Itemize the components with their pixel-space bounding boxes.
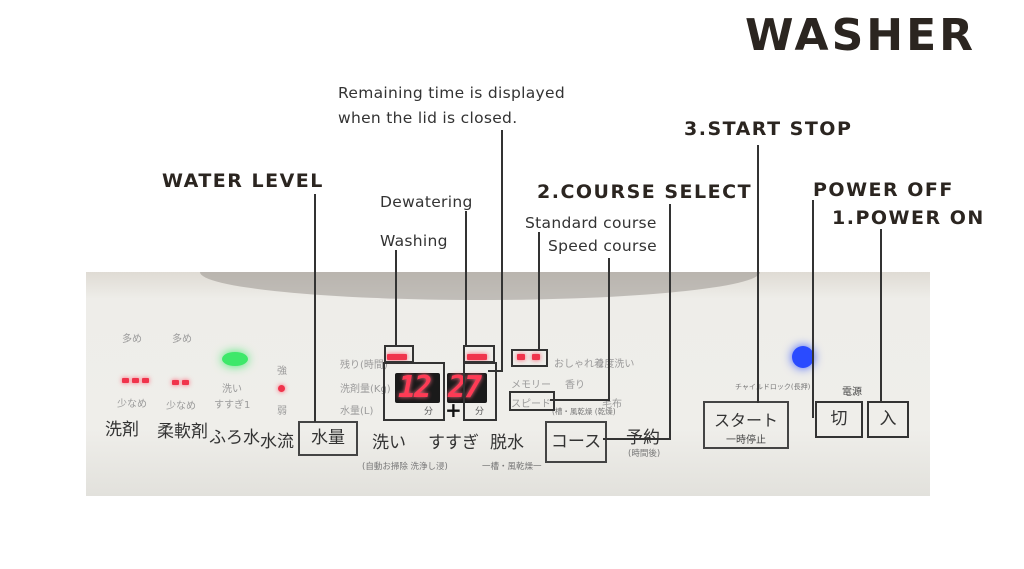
wash-time-display: 12 [398,370,432,405]
memory-label: メモリー [511,380,551,391]
wash-button[interactable]: 洗い [372,433,406,453]
power-on-line [880,229,882,402]
led-softener-1 [172,380,179,385]
softener-button[interactable]: 柔軟剤 [157,422,208,442]
spin-button[interactable]: 脱水 [490,433,524,453]
standard-course-highlight [511,349,548,367]
led-detergent-3 [142,378,149,383]
label-few-1: 少なめ [117,399,147,410]
wash-indicator-highlight [384,345,414,363]
remaining-time-text-1: Remaining time is displayed [338,84,565,102]
rinse-display-bg [447,373,487,403]
label-strong: 強 [277,366,287,377]
dewatering-line [465,211,467,347]
led-course-b [532,354,540,360]
remaining-time-line [501,130,503,372]
pause-label: 一時停止 [726,435,766,446]
standard-course-callout: Standard course [525,214,657,232]
bath-water-button[interactable]: ふろ水 [209,428,260,448]
water-level-callout: WATER LEVEL [162,170,324,192]
label-many-2: 多め [172,334,192,345]
label-wash-rinse: 洗い [222,384,242,395]
wash-display-highlight [383,362,445,421]
water-level-line [314,194,316,422]
led-wash-top [387,354,407,360]
detergent-button[interactable]: 洗剤 [105,420,139,440]
rinse-time-display: 27 [448,370,482,405]
rinse-indicator-highlight [463,345,495,363]
start-stop-callout: 3.START STOP [684,118,853,140]
speed-course-line [608,258,610,401]
power-on-callout: 1.POWER ON [832,207,985,229]
label-weak: 弱 [277,406,287,417]
reserve-button[interactable]: 予約 [626,428,660,448]
course-select-line [669,204,671,440]
rinse-display-highlight [463,362,497,421]
start-stop-button[interactable]: スタート 一時停止 [703,401,789,449]
water-amount-button[interactable]: 水量 [298,421,358,456]
power-label: 電源 [842,387,862,398]
control-panel [86,272,930,496]
course-button[interactable]: コース [545,421,607,463]
power-led-blue [792,346,814,368]
label-rinse1: すすぎ1 [214,400,251,411]
page-title: WASHER [745,10,977,61]
led-course-a [517,354,525,360]
speed-course-highlight [509,391,555,411]
speed-course-callout: Speed course [548,237,657,255]
led-rinse-top [467,354,487,360]
washing-callout: Washing [380,232,448,250]
led-detergent-2 [132,378,139,383]
washing-line [395,250,397,346]
minute-label-1: 分 [424,407,434,417]
start-label: スタート [713,411,778,430]
led-detergent-1 [122,378,129,383]
power-off-line [812,200,814,418]
dewatering-callout: Dewatering [380,193,473,211]
label-few-2: 少なめ [166,401,196,412]
power-off-callout: POWER OFF [813,179,954,201]
rinse-button[interactable]: すすぎ [428,433,479,453]
remaining-time-text-2: when the lid is closed. [338,109,518,127]
label-many-1: 多め [122,334,142,345]
minute-label-2: 分 [475,407,485,417]
led-bath-water-green [222,352,248,366]
standard-course-line [538,232,540,350]
water-flow-button[interactable]: 水流 [260,432,294,452]
plus-sign: + [445,398,462,422]
course-select-callout: 2.COURSE SELECT [537,181,753,203]
speed-label: スピード [511,399,551,410]
led-water-flow [278,385,285,392]
start-stop-line [757,145,759,403]
wash-display-bg [395,373,440,403]
led-softener-2 [182,380,189,385]
